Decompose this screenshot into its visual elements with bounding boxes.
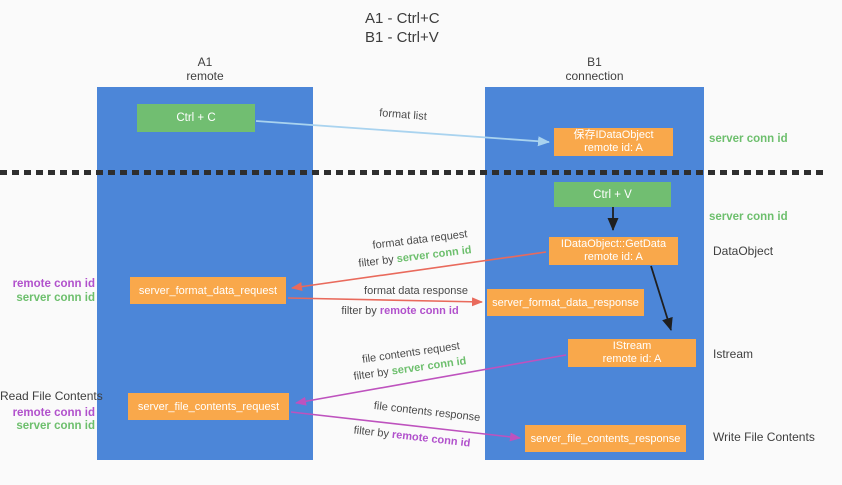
filter-by-text: filter by	[341, 305, 380, 317]
title-line-2: B1 - Ctrl+V	[365, 29, 439, 46]
node-istream-subtitle: remote id: A	[602, 353, 662, 365]
server-conn-id-label: server conn id	[16, 420, 95, 432]
dotted-separator-line	[0, 170, 828, 175]
edge-label-format-data-response: format data response	[364, 285, 468, 297]
column-header-b1: B1 connection	[485, 55, 704, 83]
node-save-idataobject-title: 保存IDataObject	[573, 129, 654, 141]
node-server-format-data-response: server_format_data_response	[487, 289, 644, 316]
node-ctrl-v: Ctrl + V	[554, 182, 671, 207]
column-b1-name: B1	[587, 55, 602, 69]
node-istream: IStream remote id: A	[568, 339, 696, 367]
filter-by-text: filter by	[352, 365, 393, 383]
node-istream-title: IStream	[612, 340, 652, 352]
istream-label: Istream	[713, 347, 754, 361]
dataobject-label: DataObject	[713, 244, 774, 258]
write-file-contents-label: Write File Contents	[713, 430, 815, 444]
column-a1-name: A1	[197, 55, 213, 69]
node-server-format-data-request-label: server_format_data_request	[138, 284, 278, 297]
column-a1-subtitle: remote	[186, 68, 224, 83]
node-ctrl-v-label: Ctrl + V	[593, 188, 632, 201]
column-header-a1: A1 remote	[97, 55, 313, 83]
remote-conn-id-text: remote conn id	[391, 428, 471, 450]
edge-label-filter-remote-conn-1: filter by remote conn id	[341, 305, 458, 317]
node-idataobject-getdata: IDataObject::GetData remote id: A	[549, 237, 678, 265]
diagram-title: A1 - Ctrl+C B1 - Ctrl+V	[365, 9, 440, 47]
filter-by-text: filter by	[357, 253, 398, 270]
node-save-idataobject-subtitle: remote id: A	[584, 142, 643, 154]
column-b1-subtitle: connection	[565, 68, 624, 83]
edge-label-format-list: format list	[378, 107, 428, 123]
right-server-conn-id-label-1: server conn id	[709, 133, 788, 145]
node-ctrl-c-label: Ctrl + C	[176, 112, 216, 124]
node-idataobject-getdata-subtitle: remote id: A	[584, 251, 643, 263]
edge-label-filter-remote-conn-2: filter by remote conn id	[353, 424, 471, 449]
node-idataobject-getdata-title: IDataObject::GetData	[560, 238, 667, 250]
node-server-format-data-request: server_format_data_request	[130, 277, 286, 304]
node-server-file-contents-response: server_file_contents_response	[525, 425, 686, 452]
right-server-conn-id-label-2: server conn id	[709, 211, 788, 223]
filter-by-text: filter by	[353, 424, 393, 441]
node-ctrl-c: Ctrl + C	[137, 104, 255, 132]
node-server-file-contents-request: server_file_contents_request	[128, 393, 289, 420]
node-server-file-contents-request-label: server_file_contents_request	[137, 400, 280, 413]
left-label-group-file: Read File Contents remote conn id server…	[0, 389, 103, 434]
node-save-idataobject: 保存IDataObject remote id: A	[554, 128, 673, 156]
arrow-format-data-response	[287, 297, 483, 307]
node-server-format-data-response-label: server_format_data_response	[492, 296, 639, 309]
remote-conn-id-label: remote conn id	[12, 406, 95, 419]
edge-label-file-contents-response: file contents response	[373, 399, 481, 425]
left-conn-id-group-format: remote conn id server conn id	[0, 278, 95, 305]
server-conn-id-label: server conn id	[16, 291, 95, 304]
node-server-file-contents-response-label: server_file_contents_response	[530, 432, 681, 445]
remote-conn-id-label: remote conn id	[12, 278, 95, 290]
read-file-contents-label: Read File Contents	[0, 389, 103, 403]
title-line-1: A1 - Ctrl+C	[365, 10, 440, 27]
remote-conn-id-text: remote conn id	[379, 305, 459, 317]
